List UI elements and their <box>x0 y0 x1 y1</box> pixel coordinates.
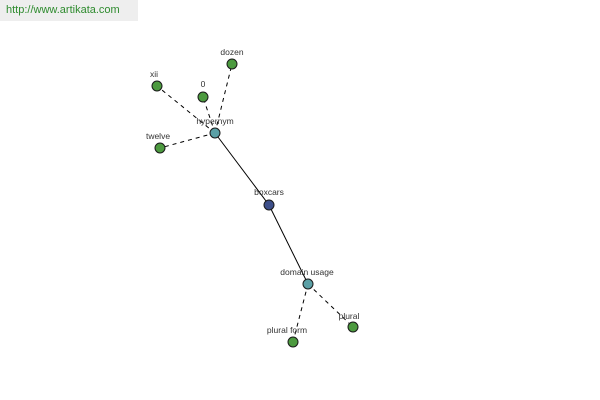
node-boxcars[interactable]: boxcars <box>254 187 284 211</box>
node-boxcars-dot[interactable] <box>263 199 275 211</box>
edge-hypernym-dozen <box>214 63 233 134</box>
node-domain_usage[interactable]: domain usage <box>280 267 334 290</box>
watermark-url: http://www.artikata.com <box>0 0 138 21</box>
edge-boxcars-domain_usage <box>268 204 309 285</box>
node-twelve[interactable]: twelve <box>146 131 170 154</box>
node-hypernym-dot[interactable] <box>209 127 221 139</box>
edge-hypernym-twelve <box>159 132 216 149</box>
node-dozen-label: dozen <box>220 47 243 57</box>
node-domain_usage-dot[interactable] <box>302 278 314 290</box>
node-plural[interactable]: plural <box>339 311 360 333</box>
node-xii[interactable]: xii <box>150 69 163 92</box>
node-plural-label: plural <box>339 311 360 321</box>
node-dozen-dot[interactable] <box>226 58 238 70</box>
edge-hypernym-zero <box>202 96 216 134</box>
node-hypernym-label: hypernym <box>196 116 233 126</box>
node-xii-dot[interactable] <box>151 80 163 92</box>
node-zero-dot[interactable] <box>197 91 209 103</box>
node-hypernym[interactable]: hypernym <box>196 116 234 139</box>
node-zero-label: 0 <box>201 79 206 89</box>
edge-boxcars-hypernym <box>214 132 270 206</box>
edge-domain_usage-plural_form <box>292 283 309 343</box>
node-plural_form[interactable]: plural form <box>267 325 307 348</box>
edge-domain_usage-plural <box>307 283 354 328</box>
node-boxcars-label: boxcars <box>254 187 284 197</box>
node-dozen[interactable]: dozen <box>220 47 244 70</box>
node-twelve-label: twelve <box>146 131 170 141</box>
node-plural_form-dot[interactable] <box>287 336 299 348</box>
node-xii-label: xii <box>150 69 158 79</box>
nodes-layer: boxcars hypernym domain usage xii 0 dozen twel… <box>146 47 360 348</box>
node-zero[interactable]: 0 <box>197 79 209 103</box>
node-plural-dot[interactable] <box>347 321 359 333</box>
edges-layer <box>156 63 354 343</box>
node-plural_form-label: plural form <box>267 325 307 335</box>
node-twelve-dot[interactable] <box>154 142 166 154</box>
node-domain_usage-label: domain usage <box>280 267 334 277</box>
